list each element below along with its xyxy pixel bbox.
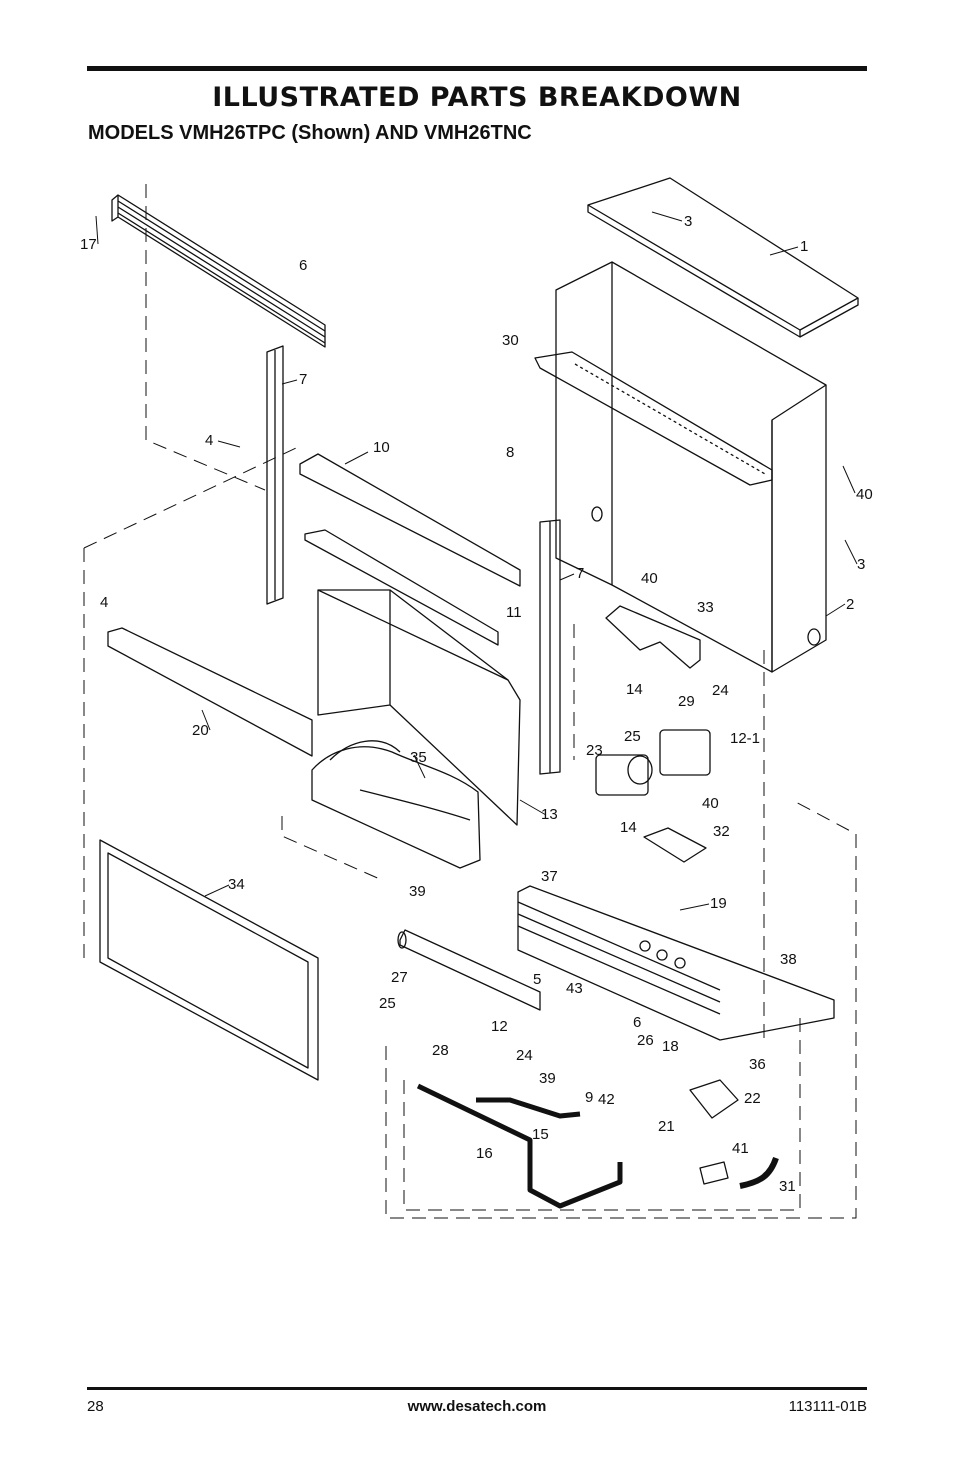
callout-25b: 25	[379, 995, 396, 1012]
callout-31: 31	[779, 1178, 796, 1195]
callout-43: 43	[566, 980, 583, 997]
callout-4a: 4	[205, 432, 213, 449]
callout-14a: 14	[626, 681, 643, 698]
callout-5: 5	[533, 971, 541, 988]
callout-7b: 7	[576, 565, 584, 582]
callout-22: 22	[744, 1090, 761, 1107]
part-15-gas-tube	[476, 1097, 581, 1119]
callout-34: 34	[228, 876, 245, 893]
bottom-rule	[87, 1387, 867, 1390]
part-21-gas-valve-assembly	[595, 729, 739, 1119]
callout-40b: 40	[641, 570, 658, 587]
models-subtitle: MODELS VMH26TPC (Shown) AND VMH26TNC	[88, 122, 532, 144]
part-2-outer-box	[555, 261, 827, 673]
document-number: 113111-01B	[788, 1398, 867, 1415]
callout-3a: 3	[684, 213, 692, 230]
callout-32: 32	[713, 823, 730, 840]
callout-10: 10	[373, 439, 390, 456]
callout-20: 20	[192, 722, 209, 739]
part-6-top-louver	[111, 194, 326, 348]
callout-37: 37	[541, 868, 558, 885]
top-rule	[87, 66, 867, 71]
part-32-plate	[643, 827, 707, 863]
callout-3b: 3	[857, 556, 865, 573]
part-41-fitting	[699, 1161, 729, 1185]
callout-18: 18	[662, 1038, 679, 1055]
callout-42: 42	[598, 1091, 615, 1108]
callout-39a: 39	[409, 883, 426, 900]
callout-33: 33	[697, 599, 714, 616]
callout-35: 35	[410, 749, 427, 766]
callout-21: 21	[658, 1118, 675, 1135]
part-30-heat-shield	[534, 351, 773, 486]
callout-9: 9	[585, 1089, 593, 1106]
callout-19: 19	[710, 895, 727, 912]
part-33-bracket	[605, 605, 701, 669]
part-10-baffle	[299, 453, 521, 587]
callout-40c: 40	[702, 795, 719, 812]
callout-23: 23	[586, 742, 603, 759]
part-19-bottom-louver	[517, 885, 835, 1041]
callout-6a: 6	[299, 257, 307, 274]
callout-38: 38	[780, 951, 797, 968]
part-5-burner	[397, 929, 541, 1011]
website-url: www.desatech.com	[407, 1398, 547, 1415]
callout-30: 30	[502, 332, 519, 349]
callout-40a: 40	[856, 486, 873, 503]
callout-1: 1	[800, 238, 808, 255]
callout-39b: 39	[539, 1070, 556, 1087]
callout-15: 15	[532, 1126, 549, 1143]
callout-29: 29	[678, 693, 695, 710]
callout-24a: 24	[712, 682, 729, 699]
part-31-flex-line	[739, 1156, 779, 1189]
callout-28: 28	[432, 1042, 449, 1059]
callout-4b: 4	[100, 594, 108, 611]
part-7-left-trim	[266, 345, 284, 605]
part-13-firebox-liner	[317, 589, 521, 826]
part-16-gas-tube	[416, 1083, 623, 1209]
part-1-top-panel	[587, 177, 859, 338]
part-11-deflector	[304, 529, 499, 646]
part-34-screen-frame	[99, 839, 319, 1081]
part-7-right-trim	[539, 519, 561, 775]
part-35-log-set	[311, 740, 481, 869]
callout-7a: 7	[299, 371, 307, 388]
callout-14b: 14	[620, 819, 637, 836]
callout-8: 8	[506, 444, 514, 461]
callout-6b: 6	[633, 1014, 641, 1031]
callout-24b: 24	[516, 1047, 533, 1064]
callout-17: 17	[80, 236, 97, 253]
callout-13: 13	[541, 806, 558, 823]
page-title: ILLUSTRATED PARTS BREAKDOWN	[212, 82, 742, 113]
callout-41: 41	[732, 1140, 749, 1157]
callout-11: 11	[506, 604, 522, 621]
part-20-lower-trim	[107, 627, 313, 757]
callout-26: 26	[637, 1032, 654, 1049]
page-number: 28	[87, 1398, 104, 1415]
callout-12: 12	[491, 1018, 508, 1035]
callout-12-1: 12-1	[730, 730, 760, 747]
callout-25a: 25	[624, 728, 641, 745]
callout-16: 16	[476, 1145, 493, 1162]
callout-labels: 1 2 3 3 4 4 5 6 6 7 7 8 9 10 11 12 12-1 …	[80, 213, 873, 1195]
callout-36: 36	[749, 1056, 766, 1073]
callout-2: 2	[846, 596, 854, 613]
callout-27: 27	[391, 969, 408, 986]
